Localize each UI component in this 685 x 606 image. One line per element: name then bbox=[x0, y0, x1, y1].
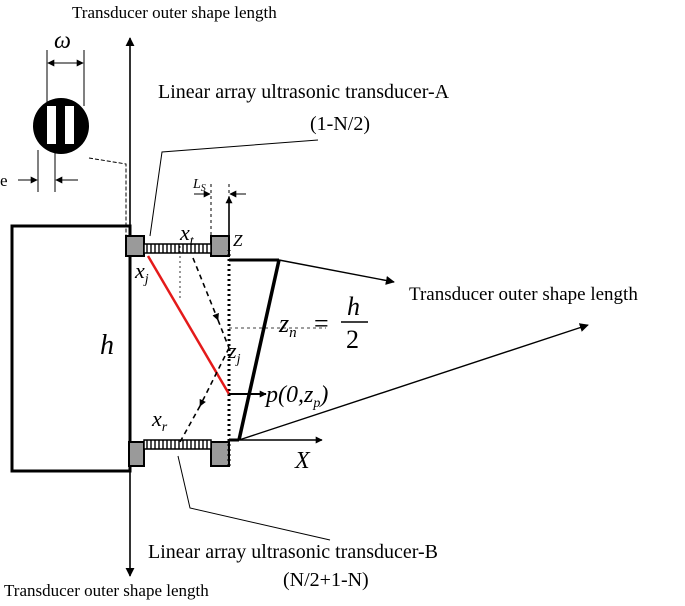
wedge-slanted-edge bbox=[237, 259, 281, 441]
red-direct-path bbox=[146, 255, 231, 395]
array-a-leader bbox=[149, 139, 319, 237]
h-label: h bbox=[100, 330, 114, 361]
array-a-label: Linear array ultrasonic transducer-A bbox=[158, 81, 450, 103]
array-a-strip bbox=[143, 243, 212, 254]
p-point-label: p(0,zp) bbox=[264, 382, 328, 411]
outer-length-label-right: Transducer outer shape length bbox=[409, 284, 638, 305]
zn-equation: zn = h 2 bbox=[278, 292, 368, 354]
zn-label: zn bbox=[278, 309, 297, 341]
array-a-range-label: (1-N/2) bbox=[310, 113, 370, 135]
zj-label: zj bbox=[227, 338, 241, 367]
omega-label: ω bbox=[54, 28, 71, 54]
inset-leader bbox=[88, 157, 127, 236]
outer-length-label-top: Transducer outer shape length bbox=[72, 3, 277, 22]
dashed-ray-reflected bbox=[199, 347, 230, 407]
array-b-range-label: (N/2+1-N) bbox=[283, 569, 369, 591]
array-a-element-right bbox=[210, 235, 230, 257]
outer-length-arrow-diagonal bbox=[238, 323, 589, 441]
e-label: e bbox=[0, 171, 8, 190]
xj-label: xj bbox=[134, 258, 149, 287]
xt-label: xt bbox=[179, 220, 195, 249]
array-b-label: Linear array ultrasonic transducer-B bbox=[148, 541, 438, 563]
x-axis-label: X bbox=[294, 448, 311, 474]
zn-fraction-numerator: h bbox=[347, 292, 360, 321]
array-b-element-left bbox=[128, 441, 145, 467]
array-b-element-right bbox=[210, 441, 230, 467]
dashed-ray-incident bbox=[192, 257, 219, 321]
zn-equals: = bbox=[314, 309, 329, 338]
zn-fraction-denominator: 2 bbox=[346, 325, 359, 354]
outer-length-arrow-right bbox=[278, 259, 395, 285]
dashed-ray-to-xr bbox=[179, 405, 201, 443]
array-b-strip bbox=[143, 439, 212, 450]
xr-label: xr bbox=[151, 406, 168, 435]
outer-length-label-bottom: Transducer outer shape length bbox=[4, 581, 209, 600]
array-b-leader bbox=[177, 455, 331, 541]
element-detail-inset bbox=[33, 98, 89, 154]
array-a-element-left bbox=[125, 235, 145, 257]
ls-label: LS bbox=[192, 177, 206, 194]
z-axis-label: Z bbox=[233, 231, 243, 250]
